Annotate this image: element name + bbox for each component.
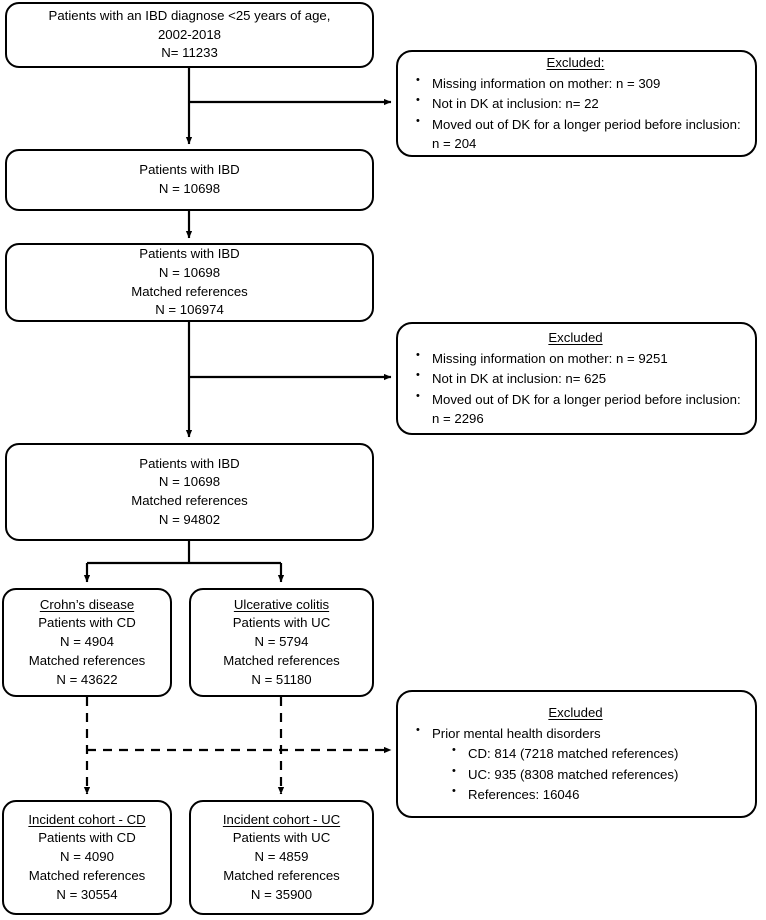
node-crohns-disease-line-0: Patients with CD xyxy=(38,615,136,631)
node-ibd-with-references-final: Patients with IBD N = 10698 Matched refe… xyxy=(5,443,374,541)
excluded-first-list: Missing information on mother: n = 309 N… xyxy=(406,73,745,154)
node-incident-cohort-cd-line-0: Patients with CD xyxy=(38,830,136,846)
node-ulcerative-colitis-line-2: Matched references xyxy=(223,652,340,668)
node-ulcerative-colitis: Ulcerative colitis Patients with UC N = … xyxy=(189,588,374,697)
node-ibd-after-exclusion-line-0: Patients with IBD xyxy=(139,162,240,178)
node-excluded-third: Excluded Prior mental health disorders C… xyxy=(396,690,757,818)
node-incident-cohort-uc-line-1: N = 4859 xyxy=(254,849,309,865)
node-ibd-with-references-line-0: Patients with IBD xyxy=(139,246,240,262)
node-ibd-after-exclusion: Patients with IBD N = 10698 xyxy=(5,149,374,211)
node-ulcerative-colitis-line-1: N = 5794 xyxy=(254,634,309,650)
node-incident-cohort-cd-line-1: N = 4090 xyxy=(60,849,114,865)
excluded-third-list: Prior mental health disorders xyxy=(406,723,745,744)
node-source-cohort-line-0: Patients with an IBD diagnose <25 years … xyxy=(48,7,331,23)
node-ulcerative-colitis-line-3: N = 51180 xyxy=(251,671,312,687)
node-ibd-with-references: Patients with IBD N = 10698 Matched refe… xyxy=(5,243,374,322)
node-incident-cohort-uc-header: Incident cohort - UC xyxy=(222,811,341,827)
node-incident-cohort-uc: Incident cohort - UC Patients with UC N … xyxy=(189,800,374,915)
node-crohns-disease-header: Crohn’s disease xyxy=(39,596,135,612)
node-ibd-final-line-0: Patients with IBD xyxy=(139,455,240,471)
node-incident-cohort-cd: Incident cohort - CD Patients with CD N … xyxy=(2,800,172,915)
list-item: Moved out of DK for a longer period befo… xyxy=(406,389,745,428)
node-incident-cohort-uc-line-0: Patients with UC xyxy=(232,830,331,846)
list-item: Not in DK at inclusion: n= 22 xyxy=(406,93,745,113)
node-excluded-second: Excluded Missing information on mother: … xyxy=(396,322,757,435)
node-incident-cohort-cd-line-2: Matched references xyxy=(28,867,146,883)
excluded-third-title: Excluded xyxy=(548,705,603,721)
node-crohns-disease-line-2: Matched references xyxy=(28,652,146,668)
node-crohns-disease-line-1: N = 4904 xyxy=(60,634,114,650)
excluded-first-title: Excluded: xyxy=(546,55,605,71)
node-ibd-with-references-line-1: N = 10698 xyxy=(158,264,221,280)
node-incident-cohort-cd-line-3: N = 30554 xyxy=(56,886,118,902)
node-incident-cohort-cd-header: Incident cohort - CD xyxy=(28,811,146,827)
excluded-third-sublist: CD: 814 (7218 matched references) UC: 93… xyxy=(406,743,745,804)
node-incident-cohort-uc-line-3: N = 35900 xyxy=(250,886,313,902)
node-ulcerative-colitis-line-0: Patients with UC xyxy=(232,615,331,631)
excluded-second-list: Missing information on mother: n = 9251 … xyxy=(406,348,745,429)
node-ibd-after-exclusion-line-1: N = 10698 xyxy=(158,181,221,196)
list-item: Missing information on mother: n = 9251 xyxy=(406,348,745,368)
node-source-cohort: Patients with an IBD diagnose <25 years … xyxy=(5,2,374,68)
node-excluded-first: Excluded: Missing information on mother:… xyxy=(396,50,757,157)
list-item: Not in DK at inclusion: n= 625 xyxy=(406,368,745,388)
list-item: References: 16046 xyxy=(406,784,745,804)
node-ibd-with-references-line-3: N = 106974 xyxy=(155,302,224,318)
node-ibd-final-line-3: N = 94802 xyxy=(158,511,221,527)
node-ulcerative-colitis-header: Ulcerative colitis xyxy=(233,596,330,612)
node-incident-cohort-uc-line-2: Matched references xyxy=(223,867,340,883)
list-item: CD: 814 (7218 matched references) xyxy=(406,743,745,763)
node-crohns-disease-line-3: N = 43622 xyxy=(56,671,118,687)
list-item: Missing information on mother: n = 309 xyxy=(406,73,745,93)
node-crohns-disease: Crohn’s disease Patients with CD N = 490… xyxy=(2,588,172,697)
list-item: Prior mental health disorders xyxy=(406,723,745,743)
node-ibd-with-references-line-2: Matched references xyxy=(131,283,248,299)
excluded-second-title: Excluded xyxy=(548,330,603,346)
list-item: UC: 935 (8308 matched references) xyxy=(406,764,745,784)
node-source-cohort-line-2: N= 11233 xyxy=(161,45,218,61)
node-ibd-final-line-2: Matched references xyxy=(131,493,248,508)
node-ibd-final-line-1: N = 10698 xyxy=(158,474,221,490)
list-item: Moved out of DK for a longer period befo… xyxy=(406,114,745,153)
node-source-cohort-line-1: 2002-2018 xyxy=(157,26,222,42)
